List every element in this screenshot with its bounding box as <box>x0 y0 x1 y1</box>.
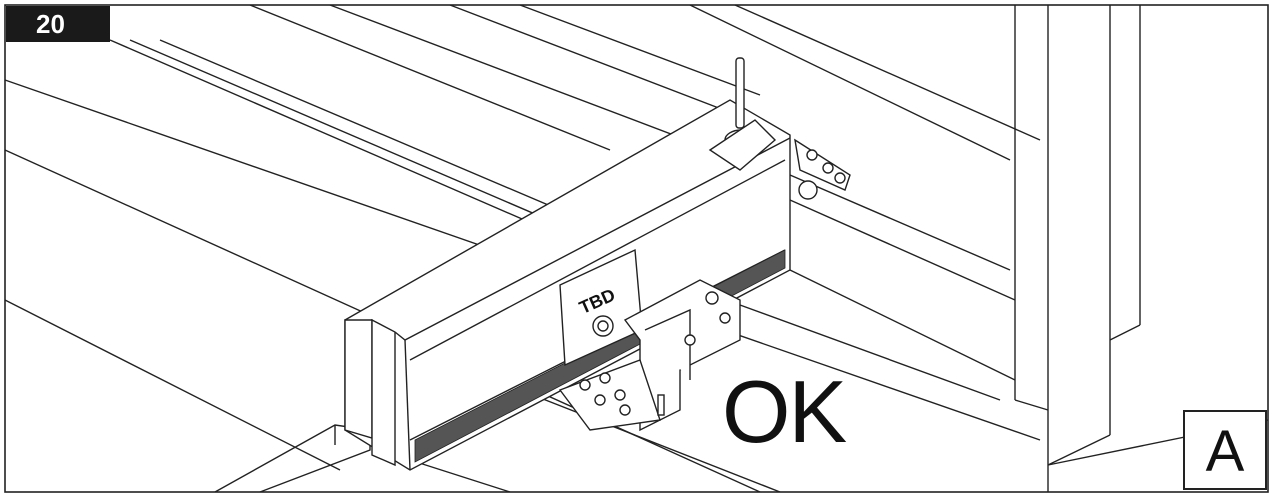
variant-label-box: A <box>1183 410 1267 490</box>
antenna <box>708 57 777 171</box>
bottom-rail <box>214 424 371 493</box>
side-mounting-plate <box>794 138 851 200</box>
ok-label: OK <box>722 362 847 461</box>
floor-bracket <box>558 279 741 432</box>
brand-plate <box>559 248 643 367</box>
step-number-badge: 20 <box>6 6 110 42</box>
door-frame-posts <box>1014 5 1269 492</box>
illustration-frame <box>4 4 1269 493</box>
